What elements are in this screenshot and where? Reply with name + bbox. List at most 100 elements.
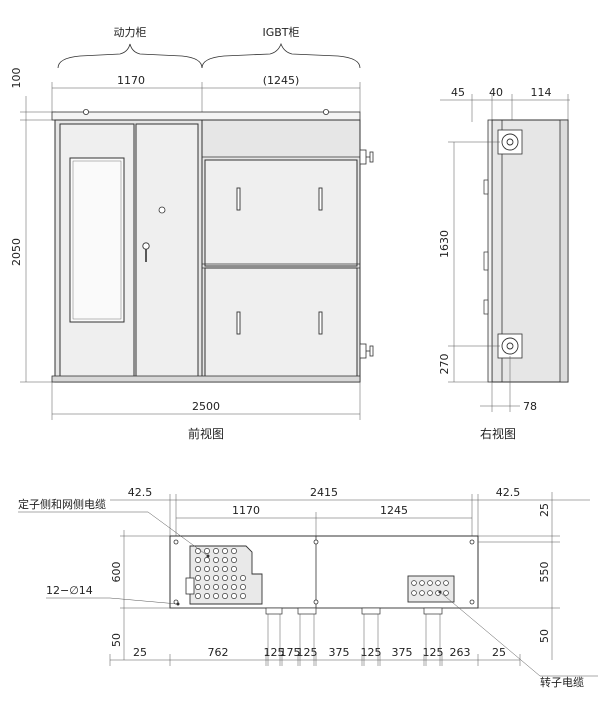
bottom-dimension-label: 125 [297, 646, 318, 659]
cable-hole [419, 590, 425, 596]
door-lock-icon [142, 242, 150, 262]
lifting-eye-right [322, 109, 329, 116]
igbt-upper-door [204, 159, 358, 267]
cable-hole [231, 593, 237, 599]
top-lifting-dimension: 100 [10, 68, 23, 89]
mounting-hole [313, 599, 319, 605]
bottom-dimension-label: 263 [450, 646, 471, 659]
mounting-hole [173, 539, 179, 545]
cable-hole [213, 584, 219, 590]
cable-hole [222, 548, 228, 554]
cable-hole [222, 557, 228, 563]
cable-hole [231, 557, 237, 563]
cable-hole [213, 557, 219, 563]
cable-hole [204, 557, 210, 563]
cable-hole [222, 593, 228, 599]
plan-dim-right-50: 50 [538, 629, 551, 643]
rotor-leader-line [439, 591, 541, 677]
lower-hinge-icon [359, 343, 374, 359]
cable-hole [204, 566, 210, 572]
power-cabinet-label: 动力柜 [114, 26, 147, 39]
bottom-dimension-label: 125 [361, 646, 382, 659]
rotor-cable-label: 转子电缆 [540, 675, 584, 689]
cable-hole [195, 575, 201, 581]
cable-hole [204, 575, 210, 581]
cable-hole [204, 584, 210, 590]
plan-dim-left-50: 50 [110, 633, 123, 647]
plan-dim-right-25: 25 [538, 503, 551, 517]
side-dim-1630: 1630 [438, 230, 451, 258]
base-foot [265, 607, 283, 615]
side-dim-40: 40 [489, 86, 503, 99]
stator-cable-holes [195, 548, 246, 599]
power-cabinet-brace [57, 43, 203, 69]
cable-hole [427, 580, 433, 586]
front-view-caption: 前视图 [188, 426, 224, 441]
cable-hole [419, 580, 425, 586]
plan-dim-1245: 1245 [380, 504, 408, 517]
cable-hole [213, 566, 219, 572]
base-feet [265, 607, 443, 666]
cable-hole [222, 575, 228, 581]
cable-hole [195, 593, 201, 599]
cable-hole [204, 593, 210, 599]
side-dim-114: 114 [531, 86, 552, 99]
cable-hole [195, 557, 201, 563]
cable-hole [195, 566, 201, 572]
height-dimension: 2050 [10, 238, 23, 266]
plan-left-margin: 42.5 [128, 486, 153, 499]
bottom-dimension-label: 125 [264, 646, 285, 659]
total-width-dimension: 2500 [192, 400, 220, 413]
plan-dim-600: 600 [110, 562, 123, 583]
base-foot [361, 607, 381, 615]
igbt-width-dimension: (1245) [263, 74, 300, 87]
bottom-dimension-label: 25 [492, 646, 506, 659]
side-top-lifting-eye-icon [497, 129, 523, 155]
plan-total-dimension: 2415 [310, 486, 338, 499]
plan-right-margin: 42.5 [496, 486, 521, 499]
base-foot [297, 607, 317, 615]
base-plan: 42.5 2415 42.5 1170 1245 25 55 [18, 486, 598, 689]
cable-hole [231, 566, 237, 572]
lower-left-handle-icon [236, 311, 241, 335]
upper-right-handle-icon [318, 187, 323, 211]
base-foot [423, 607, 443, 615]
mounting-hole [469, 539, 475, 545]
mounting-hole [469, 599, 475, 605]
bottom-dimension-label: 375 [392, 646, 413, 659]
cable-hole [411, 580, 417, 586]
indicator-lamp-icon [158, 206, 166, 214]
side-dim-270: 270 [438, 354, 451, 375]
igbt-cabinet-label: IGBT柜 [262, 26, 299, 39]
cable-hole [443, 580, 449, 586]
bottom-dimension-label: 25 [133, 646, 147, 659]
cable-hole [222, 584, 228, 590]
lower-right-handle-icon [318, 311, 323, 335]
lifting-bar [51, 111, 361, 121]
plan-dim-1170: 1170 [232, 504, 260, 517]
lifting-eye-left [83, 109, 90, 116]
cable-hole [231, 575, 237, 581]
right-view-caption: 右视图 [480, 426, 516, 441]
bottom-dimension-label: 175 [280, 646, 301, 659]
viewing-window [69, 157, 125, 323]
cable-hole [443, 590, 449, 596]
mounting-hole [313, 539, 319, 545]
bottom-dimension-label: 375 [329, 646, 350, 659]
upper-left-handle-icon [236, 187, 241, 211]
cable-hole [213, 593, 219, 599]
cable-hole [435, 580, 441, 586]
stator-leader-line [147, 511, 209, 557]
cable-hole [231, 548, 237, 554]
stator-grid-cable-label: 定子侧和网侧电缆 [18, 497, 106, 511]
front-base-plinth [51, 375, 361, 383]
cable-hole [204, 548, 210, 554]
upper-hinge-icon [359, 149, 374, 165]
plan-dim-550: 550 [538, 562, 551, 583]
cable-hole [195, 548, 201, 554]
power-width-dimension: 1170 [117, 74, 145, 87]
right-view: 45 40 114 1630 270 7 [438, 86, 570, 441]
